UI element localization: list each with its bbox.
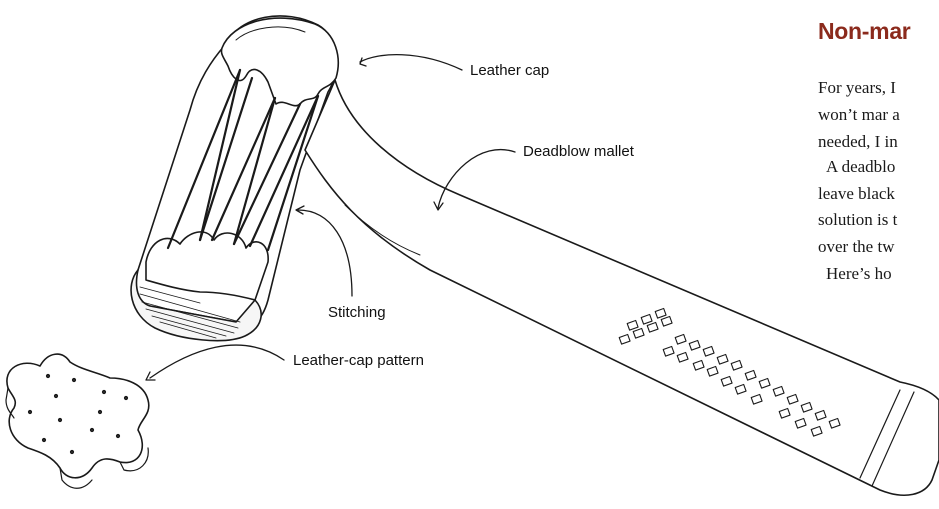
article-line: A deadblo [826,157,895,177]
leather-cap-pattern-piece [6,354,149,488]
lower-leather-cap [146,232,268,300]
article-line: over the tw [818,237,894,257]
article-line: Here’s ho [826,264,892,284]
deadblow-mallet-label: Deadblow mallet [523,143,634,160]
article-line: won’t mar a [818,105,900,125]
leather-cap-label: Leather cap [470,62,549,79]
stitching-label: Stitching [328,304,386,321]
article-heading: Non-mar [818,18,910,45]
leather-cap [221,18,338,106]
article-line: needed, I in [818,132,898,152]
article-line: leave black [818,184,895,204]
leather-cap-pattern-label: Leather-cap pattern [293,352,424,369]
article-line: solution is t [818,210,897,230]
article-line: For years, I [818,78,896,98]
